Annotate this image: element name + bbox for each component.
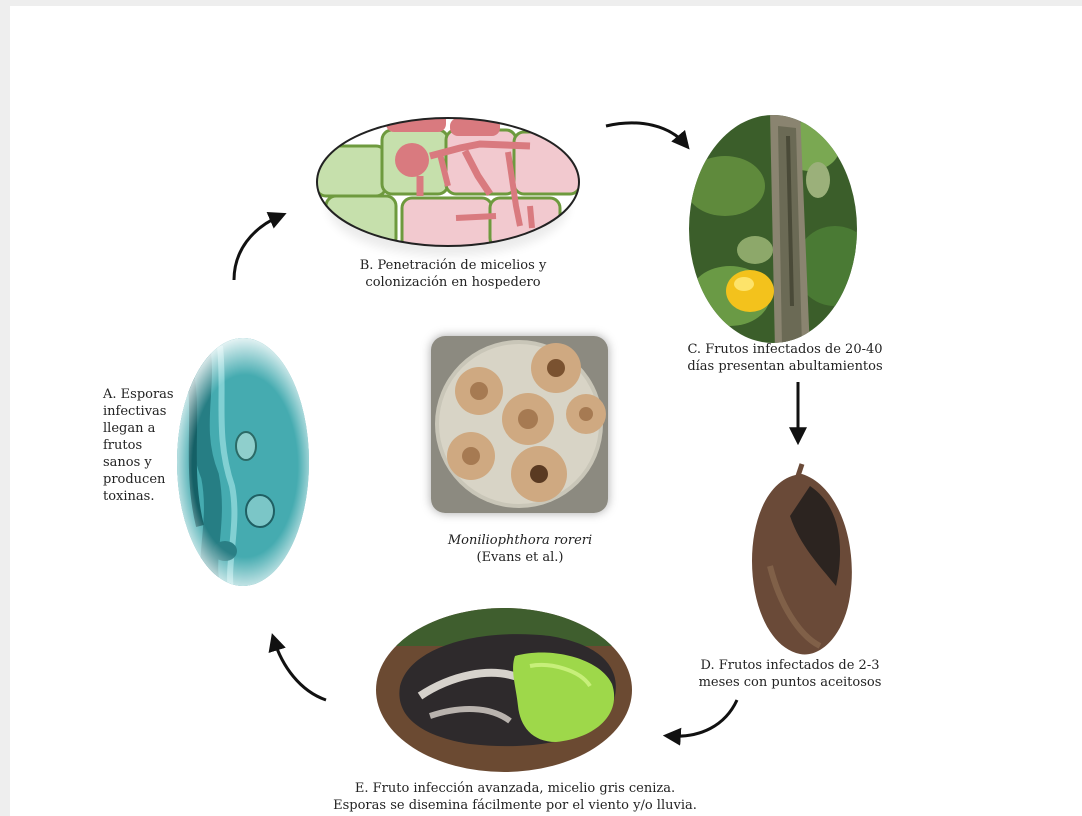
stage-a-image — [170, 336, 320, 596]
stage-b-illustration — [310, 110, 590, 256]
arrow-b-to-c — [606, 123, 685, 144]
stage-d-label: D. Frutos infectados de 2-3 meses con pu… — [675, 657, 905, 691]
petri-dish-image — [431, 336, 608, 513]
arrow-e-to-a — [274, 640, 326, 700]
stage-d-image — [735, 461, 860, 661]
stage-a-label: A. Esporas infectivas llegan a frutos sa… — [103, 386, 174, 505]
stage-c-label: C. Frutos infectados de 20-40 días prese… — [665, 341, 905, 375]
species-name: Moniliophthora roreri — [420, 532, 620, 549]
stage-e-label: E. Fruto infección avanzada, micelio gri… — [290, 780, 740, 814]
petri-dish-graphic — [431, 336, 608, 513]
species-citation: (Evans et al.) — [420, 549, 620, 566]
arrow-d-to-e — [670, 700, 737, 736]
stage-e-image — [376, 606, 636, 776]
life-cycle-diagram: A. Esporas infectivas llegan a frutos sa… — [10, 6, 1082, 816]
center-caption: Moniliophthora roreri (Evans et al.) — [420, 532, 620, 566]
arrow-a-to-b — [234, 216, 280, 280]
stage-b-label: B. Penetración de micelios y colonizació… — [328, 257, 578, 291]
stage-c-image — [685, 111, 875, 351]
